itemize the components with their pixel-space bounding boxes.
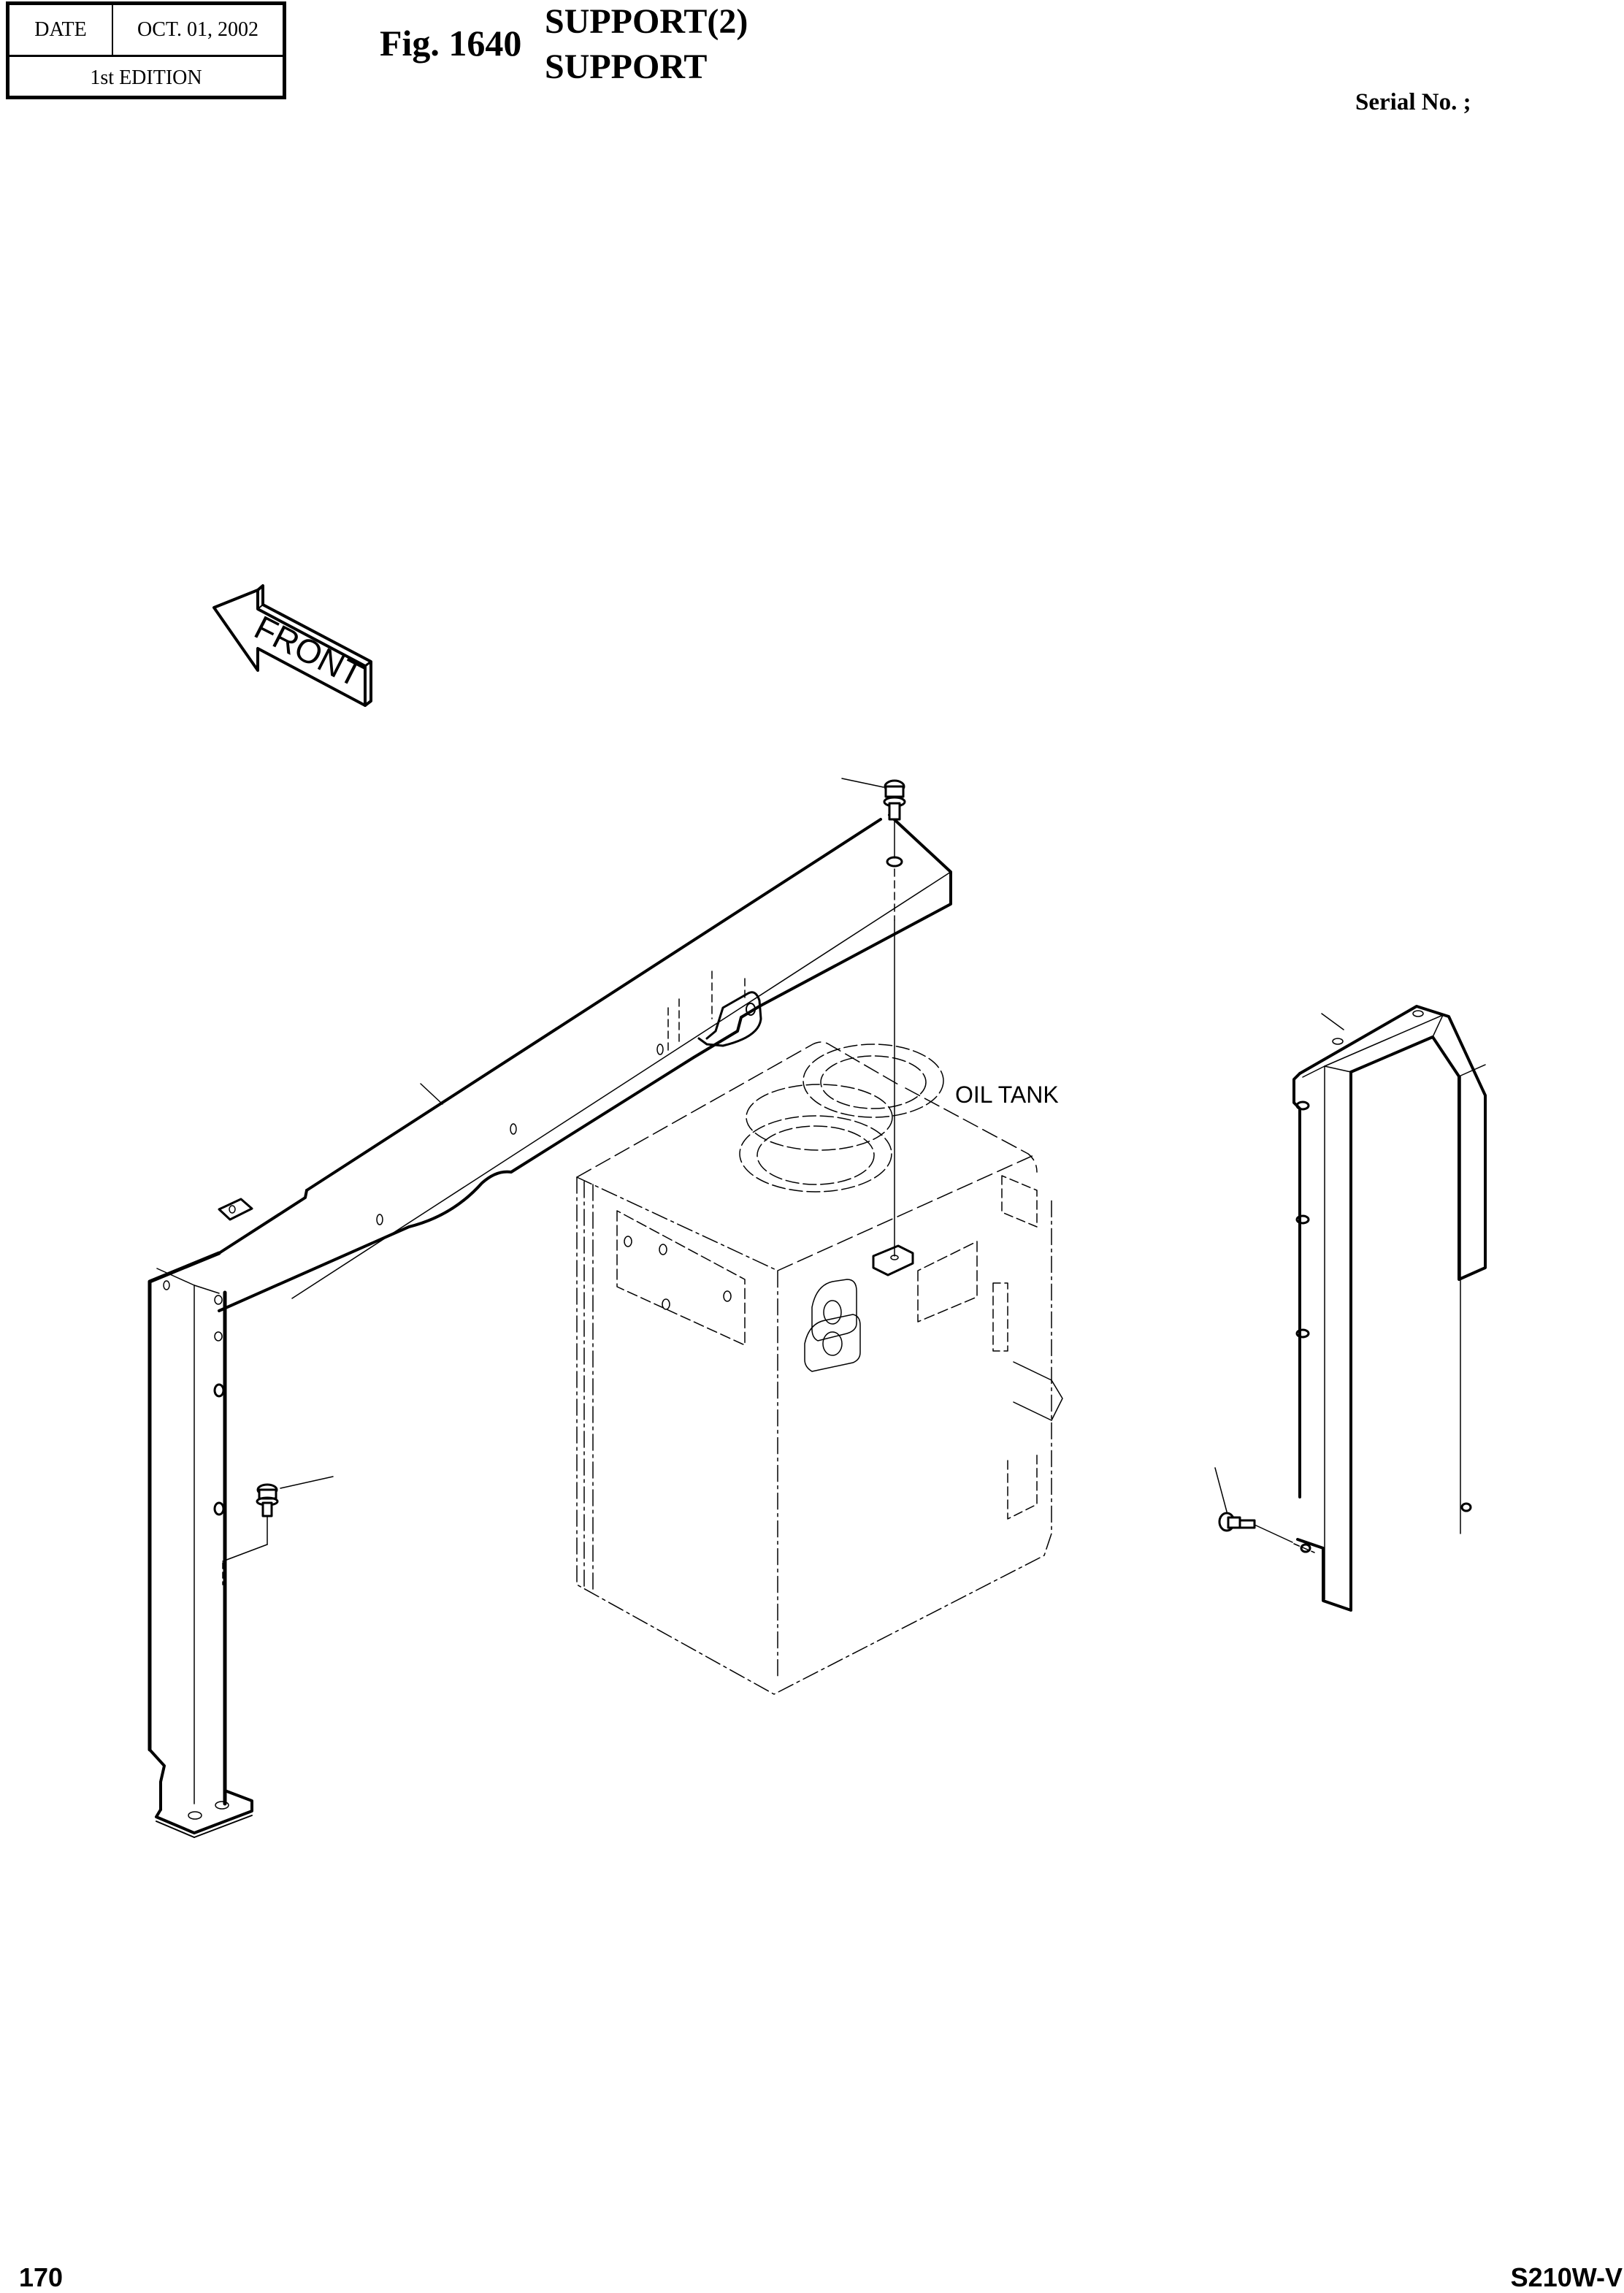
model-number: S210W-V — [1510, 2262, 1623, 2292]
date-value: OCT. 01, 2002 — [137, 18, 258, 41]
oil-tank-outline — [576, 1041, 1063, 1695]
right-side-bolt-icon — [1214, 1467, 1315, 1553]
date-label: DATE — [9, 5, 113, 55]
figure-title-line1: SUPPORT(2) — [545, 2, 748, 41]
left-support-frame — [148, 814, 952, 1838]
right-support-frame — [1292, 1005, 1487, 1612]
page-number: 170 — [19, 2262, 64, 2292]
bottom-left-bolt-icon — [222, 1476, 334, 1585]
figure-number: Fig. 1640 — [380, 23, 522, 64]
oil-tank-label: OIL TANK — [955, 1082, 1059, 1108]
edition-label: 1st EDITION — [90, 66, 202, 89]
date-edition-box: DATE OCT. 01, 2002 1st EDITION — [6, 1, 286, 99]
figure-title-line2: SUPPORT — [545, 47, 708, 86]
date-row: DATE OCT. 01, 2002 — [9, 5, 283, 57]
front-arrow-icon: FRONT — [212, 584, 372, 707]
serial-number-label: Serial No. ; — [1355, 89, 1471, 115]
top-bolt-icon — [841, 778, 906, 1257]
